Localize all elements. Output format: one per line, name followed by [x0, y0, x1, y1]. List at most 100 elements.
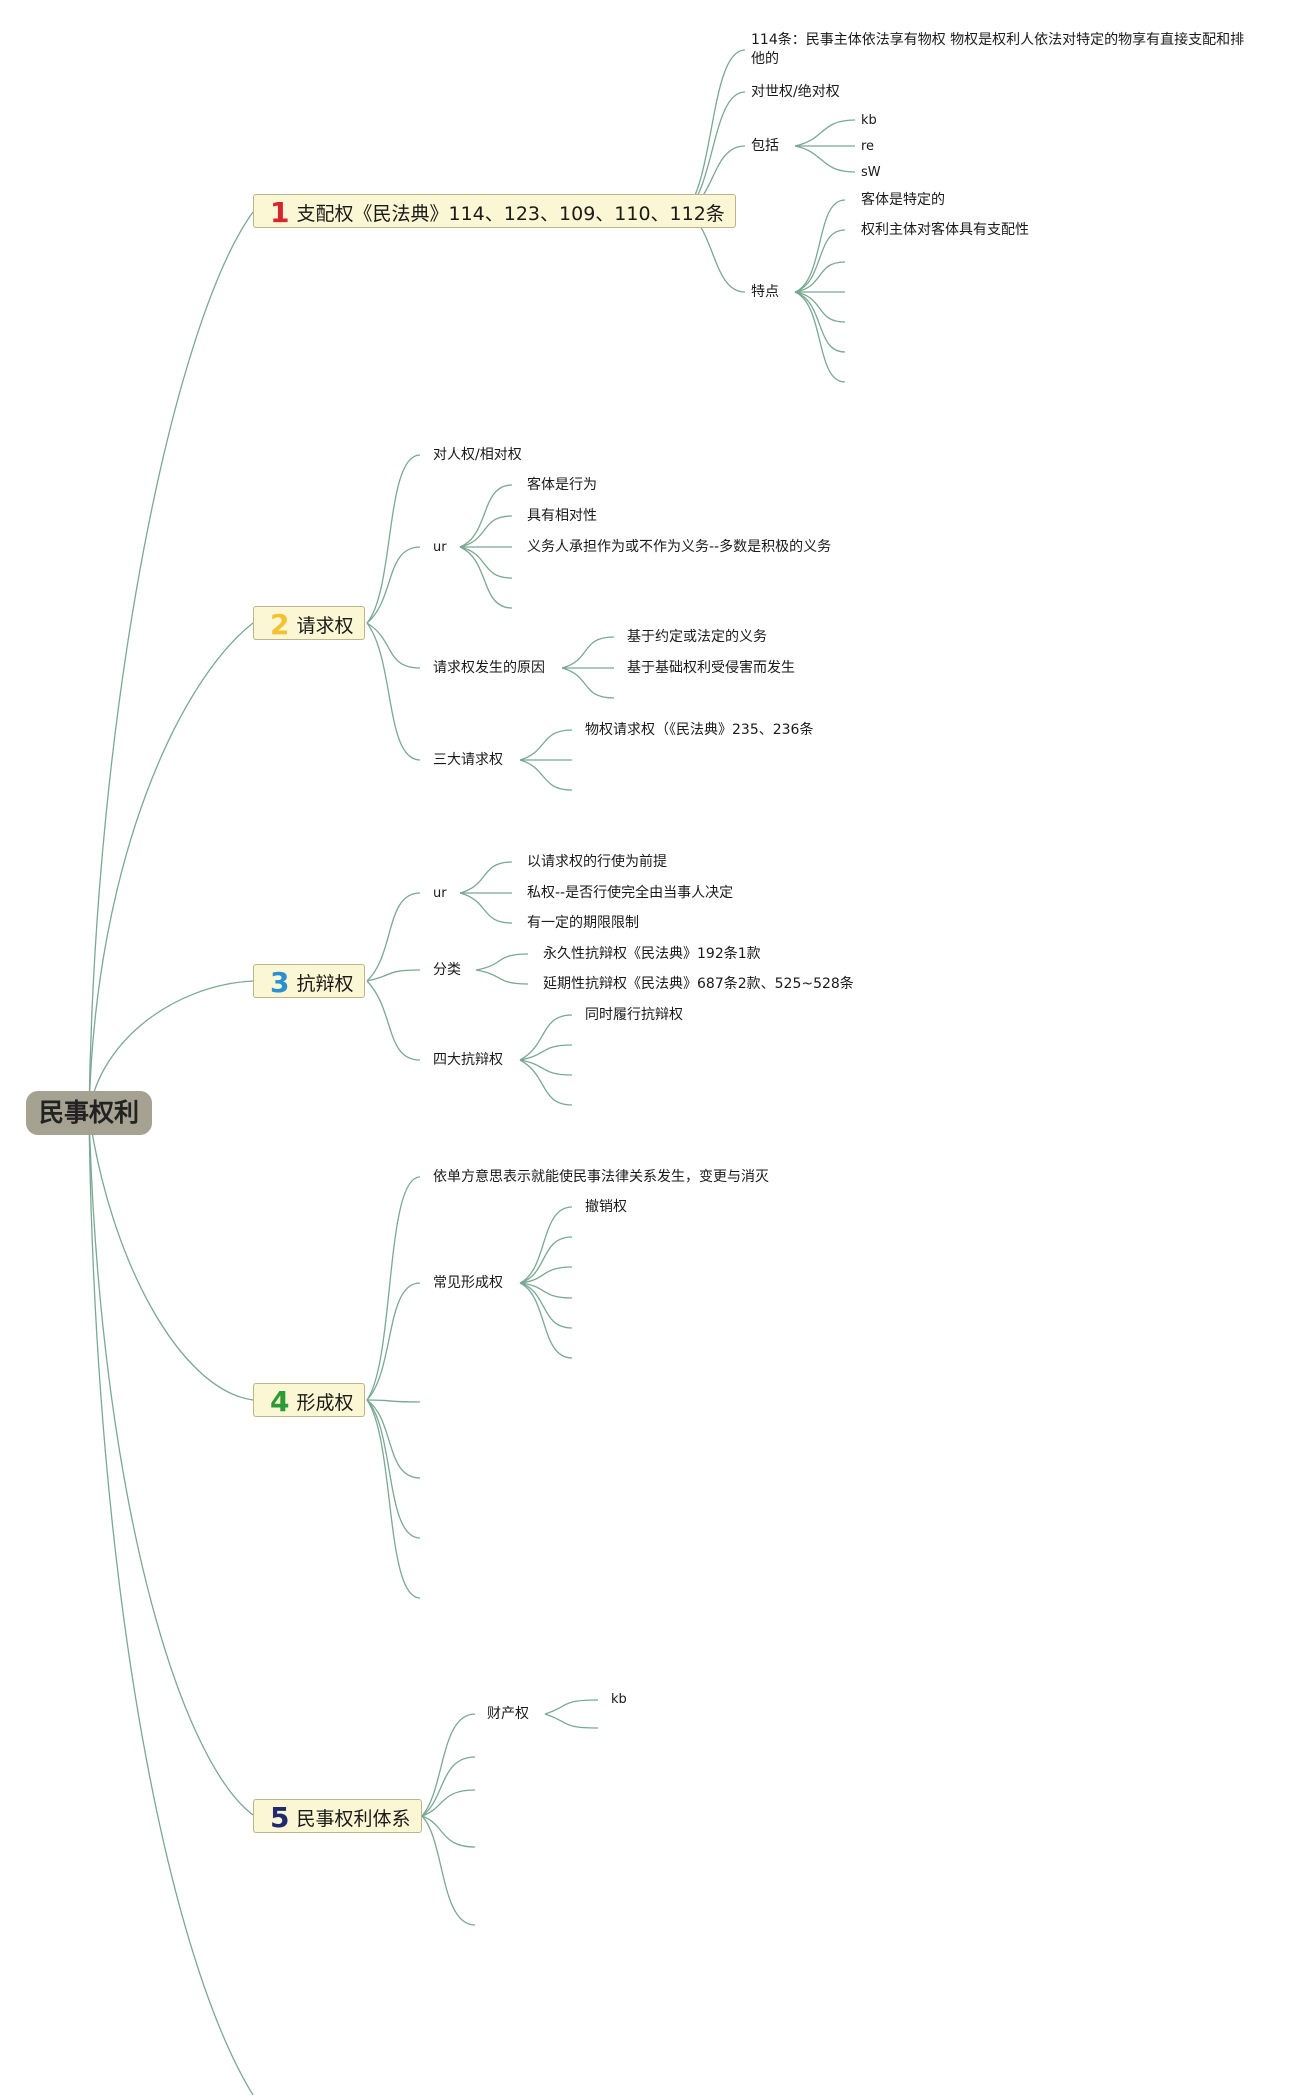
branch-number-4: 4: [270, 1385, 290, 1418]
link-b5-c5: [421, 1815, 476, 1926]
link-b4-common-g2: [519, 1236, 573, 1284]
link-b2-ur-g2: [459, 515, 513, 548]
link-b3-four-g1: [519, 1014, 573, 1061]
link-b3-c2: [366, 969, 421, 982]
node-sw[interactable]: sW: [861, 165, 881, 180]
link-b2-cause-g1: [561, 636, 615, 669]
branch-label: 形成权: [296, 1392, 354, 1414]
node-premise[interactable]: 以请求权的行使为前提: [527, 854, 667, 870]
node-relativity[interactable]: 具有相对性: [527, 508, 597, 524]
link-b3-ur-g1: [459, 861, 513, 894]
link-b4-common-g6: [519, 1282, 573, 1359]
node-three-claims[interactable]: 三大请求权: [433, 752, 503, 768]
link-b2-c1: [366, 454, 421, 624]
node-simultaneous-defense[interactable]: 同时履行抗辩权: [585, 1007, 683, 1023]
link-b5-c2: [421, 1756, 476, 1817]
node-permanent-defense[interactable]: 永久性抗辩权《民法典》192条1款: [543, 946, 761, 962]
link-b2-c3: [366, 622, 421, 669]
node-relative-right[interactable]: 对人权/相对权: [433, 447, 522, 463]
node-time-limit[interactable]: 有一定的期限限制: [527, 915, 639, 931]
branch-number-2: 2: [270, 608, 290, 641]
link-b2-c2: [366, 546, 421, 624]
node-dominance[interactable]: 权利主体对客体具有支配性: [861, 222, 1029, 238]
link-b3-c3: [366, 980, 421, 1061]
node-property-right[interactable]: 财产权: [487, 1706, 529, 1722]
link-b1-c1: [684, 49, 746, 213]
node-delay-defense[interactable]: 延期性抗辩权《民法典》687条2款、525~528条: [543, 976, 854, 992]
root-node[interactable]: 民事权利: [26, 1091, 152, 1135]
node-base-right-infringed[interactable]: 基于基础权利受侵害而发生: [627, 660, 795, 676]
node-features[interactable]: 特点: [751, 284, 779, 300]
link-b5-prop-g2: [544, 1713, 599, 1729]
link-b4-c3: [366, 1399, 421, 1403]
link-b5-c1: [421, 1713, 476, 1817]
link-b4-c4: [366, 1399, 421, 1479]
branch-label: 支配权《民法典》114、123、109、110、112条: [296, 203, 725, 225]
node-obligation[interactable]: 义务人承担作为或不作为义务--多数是积极的义务: [527, 539, 832, 555]
link-b2-cause-g3: [561, 667, 615, 699]
link-b1-feat-g1: [794, 199, 846, 293]
node-revocation-right[interactable]: 撤销权: [585, 1199, 627, 1215]
node-kb[interactable]: kb: [861, 113, 877, 128]
node-includes[interactable]: 包括: [751, 138, 779, 154]
link-b2-three-g3: [519, 759, 573, 791]
link-root-b3: [88, 980, 254, 1114]
branch-right-system[interactable]: 5 民事权利体系: [253, 1799, 422, 1834]
node-re[interactable]: re: [861, 139, 875, 154]
link-b1-feat-g6: [794, 291, 846, 353]
branch-number-3: 3: [270, 966, 290, 999]
link-b4-c1: [366, 1176, 421, 1401]
link-b1-feat-g7: [794, 291, 846, 383]
node-ur[interactable]: ur: [433, 540, 447, 555]
branch-claim-right[interactable]: 2 请求权: [253, 606, 365, 641]
link-b3-four-g2: [519, 1044, 573, 1061]
link-b3-four-g4: [519, 1059, 573, 1106]
link-b1-feat-g2: [794, 229, 846, 293]
branch-label: 抗辩权: [296, 973, 354, 995]
link-b3-ur-g3: [459, 892, 513, 924]
link-b4-c2: [366, 1282, 421, 1401]
link-root-b1: [88, 211, 254, 1114]
link-b3-cls-g2: [475, 969, 529, 985]
link-root-b4: [88, 1112, 254, 1401]
node-agreed-duty[interactable]: 基于约定或法定的义务: [627, 629, 767, 645]
branch-number-5: 5: [270, 1801, 290, 1834]
link-b3-cls-g1: [475, 953, 529, 971]
link-b2-ur-g4: [459, 546, 513, 579]
branch-label: 请求权: [296, 615, 354, 637]
node-specific-object[interactable]: 客体是特定的: [861, 192, 945, 208]
link-b4-common-g1: [519, 1206, 573, 1284]
link-b5-c4: [421, 1815, 476, 1848]
branch-number-1: 1: [270, 196, 290, 229]
link-b3-four-g3: [519, 1059, 573, 1076]
node-four-defenses[interactable]: 四大抗辩权: [433, 1052, 503, 1068]
link-b2-three-g1: [519, 729, 573, 761]
link-b3-c1: [366, 892, 421, 982]
node-absolute-right[interactable]: 对世权/绝对权: [751, 84, 840, 100]
node-classification[interactable]: 分类: [433, 962, 461, 978]
link-b2-ur-g5: [459, 546, 513, 609]
branch-dominion-right[interactable]: 1 支配权《民法典》114、123、109、110、112条: [253, 194, 736, 229]
branch-defense-right[interactable]: 3 抗辩权: [253, 964, 365, 999]
link-b2-ur-g1: [459, 484, 513, 548]
link-b1-inc-g3: [794, 145, 856, 173]
node-private-right[interactable]: 私权--是否行使完全由当事人决定: [527, 885, 734, 901]
node-article-114[interactable]: 114条：民事主体依法享有物权 物权是权利人依法对特定的物享有直接支配和排他的: [751, 32, 1245, 67]
node-claim-cause[interactable]: 请求权发生的原因: [433, 660, 545, 676]
node-common-formation[interactable]: 常见形成权: [433, 1275, 503, 1291]
link-root-b6: [88, 1112, 254, 2095]
link-b1-feat-g5: [794, 291, 846, 323]
link-b4-c6: [366, 1399, 421, 1599]
node-unilateral-intent[interactable]: 依单方意思表示就能使民事法律关系发生，变更与消灭: [433, 1169, 769, 1185]
link-b5-c3: [421, 1789, 476, 1817]
branch-label: 民事权利体系: [296, 1808, 411, 1830]
link-b4-common-g4: [519, 1282, 573, 1299]
link-b1-inc-g1: [794, 119, 856, 147]
node-ur[interactable]: ur: [433, 886, 447, 901]
node-kb[interactable]: kb: [611, 1692, 627, 1707]
node-property-claim[interactable]: 物权请求权（《民法典》235、236条: [585, 722, 814, 738]
branch-formation-right[interactable]: 4 形成权: [253, 1383, 365, 1418]
node-object-is-act[interactable]: 客体是行为: [527, 477, 597, 493]
